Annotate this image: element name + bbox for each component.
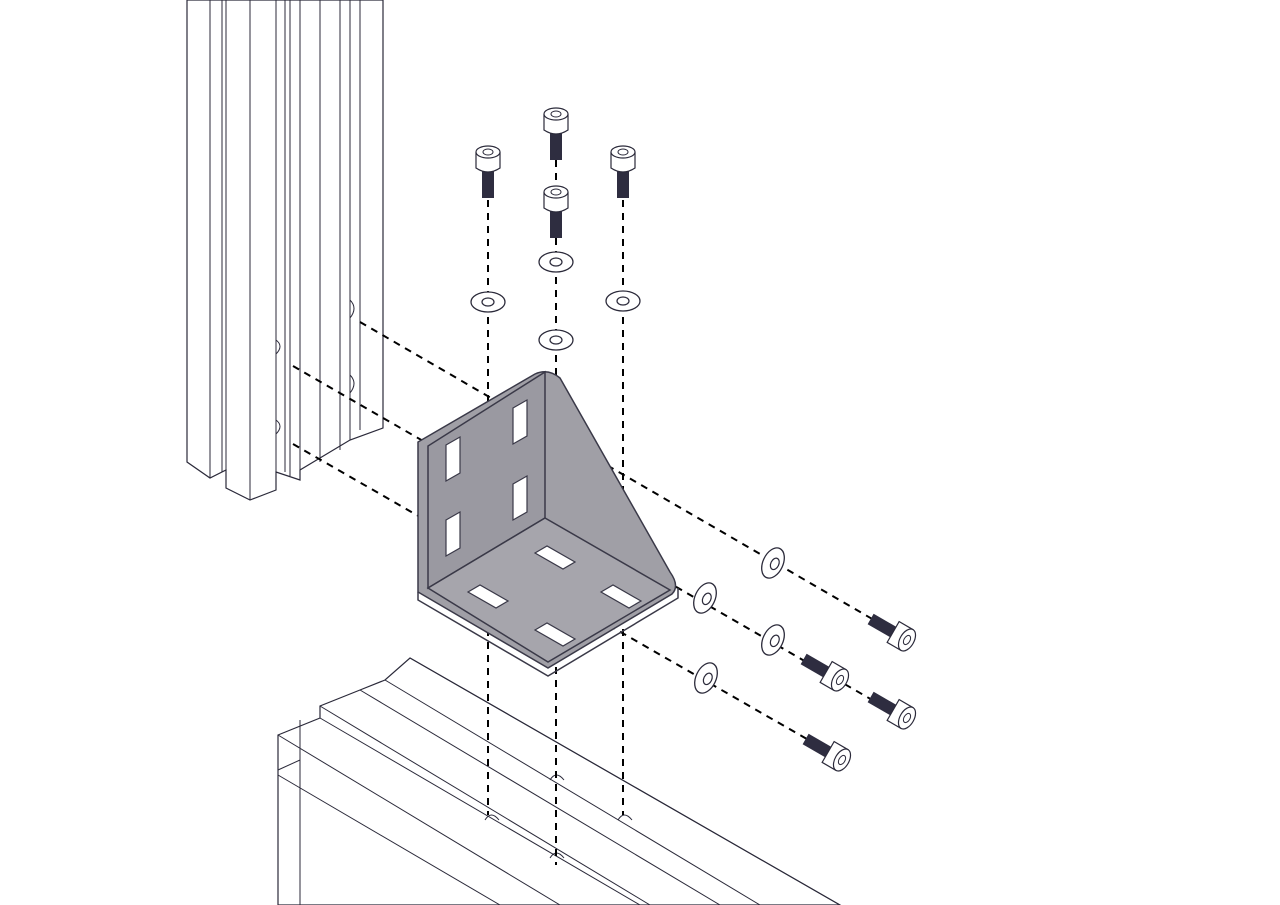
vertical-extrusion [186,0,384,501]
screw [867,613,917,652]
screw [800,653,850,692]
washer [761,547,785,579]
washer [470,291,506,313]
washer [761,624,785,656]
washer [538,251,574,273]
horizontal-extrusion [277,657,842,905]
washer [605,290,641,312]
screws [475,107,917,772]
screw [802,733,852,772]
screw [867,691,917,730]
screw [543,185,569,238]
screw [543,107,569,160]
washer [693,582,717,614]
washer [538,329,574,351]
screw [610,145,636,198]
corner-bracket [417,370,679,677]
screw [475,145,501,198]
washer [694,662,718,694]
bracket-slots [445,398,643,647]
washers [470,251,785,694]
